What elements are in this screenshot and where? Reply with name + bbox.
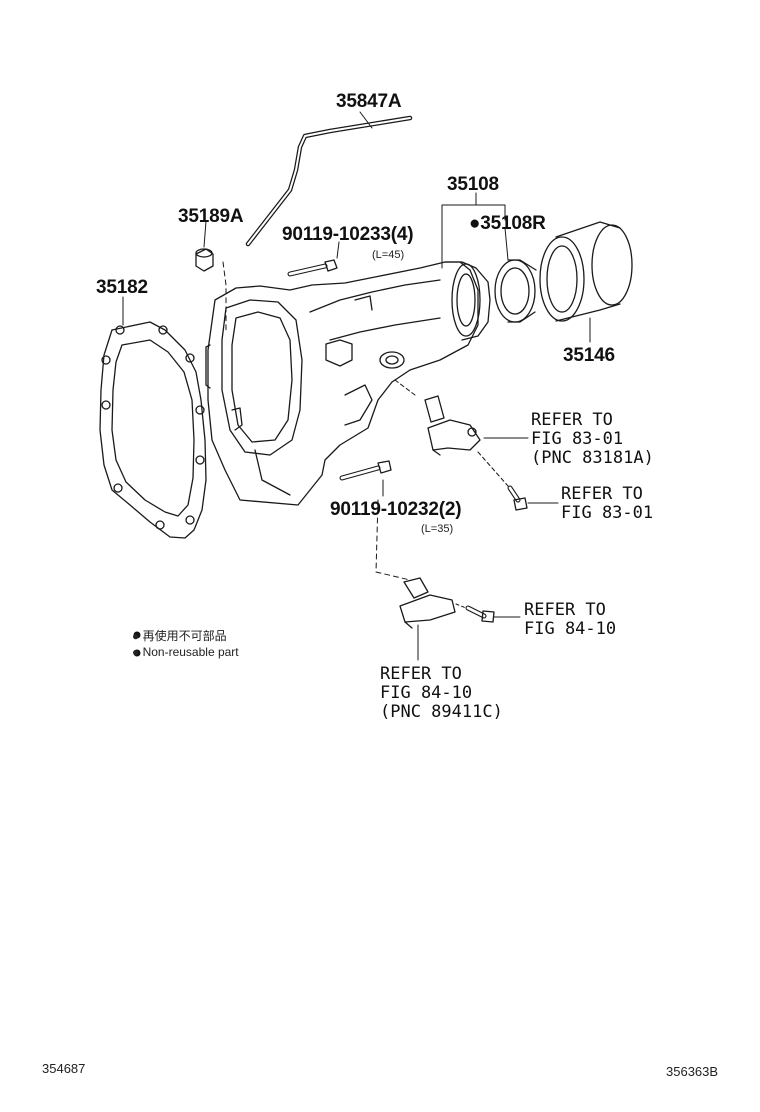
refer-3-line-1: REFER TO [524,600,606,620]
speed-sensor-upper [424,395,481,456]
part-label-35108: 35108 [447,174,499,195]
part-label-35146: 35146 [563,345,615,366]
part-label-35847a: 35847A [336,91,402,112]
refer-1-line-3: (PNC 83181A) [531,448,654,468]
refer-block-1[interactable]: REFER TO FIG 83-01 (PNC 83181A) [531,411,654,468]
legend-english: ● Non-reusable part [132,645,239,659]
refer-4-line-3: (PNC 89411C) [380,702,503,722]
sensor-bolt-upper [507,485,528,511]
part-label-35189a: 35189A [178,206,244,227]
gasket [99,321,207,539]
refer-2-line-2: FIG 83-01 [561,503,654,523]
length-label-45: (L=45) [372,249,405,261]
plug [195,220,214,272]
part-label-35108r: ●35108R [469,213,546,234]
refer-block-4[interactable]: REFER TO FIG 84-10 (PNC 89411C) [380,665,503,722]
part-label-90119-10232: 90119-10232(2) [330,499,462,520]
length-label-35: (L=35) [421,523,454,535]
speed-sensor-lower [399,577,456,629]
refer-4-line-2: FIG 84-10 [380,683,473,703]
refer-1-line-1: REFER TO [531,410,613,430]
extension-housing [205,261,491,506]
sensor-bolt-lower [465,605,495,623]
refer-4-line-1: REFER TO [380,664,462,684]
refer-block-3[interactable]: REFER TO FIG 84-10 [524,601,616,639]
refer-3-line-2: FIG 84-10 [524,619,617,639]
legend-japanese: ● 再使用不可部品 [132,629,227,643]
part-label-35182: 35182 [96,277,148,298]
part-label-90119-10233: 90119-10233(4) [282,224,414,245]
refer-1-line-2: FIG 83-01 [531,429,624,449]
oil-seal [494,259,537,323]
bolt-upper [287,259,338,277]
refer-block-2[interactable]: REFER TO FIG 83-01 [561,485,653,523]
refer-2-line-1: REFER TO [561,484,643,504]
footer-right-code: 356363B [666,1064,719,1079]
breather-hose [245,115,413,247]
dust-cover [539,221,633,322]
footer-left-code: 354687 [42,1061,86,1076]
bolt-lower [339,460,392,481]
